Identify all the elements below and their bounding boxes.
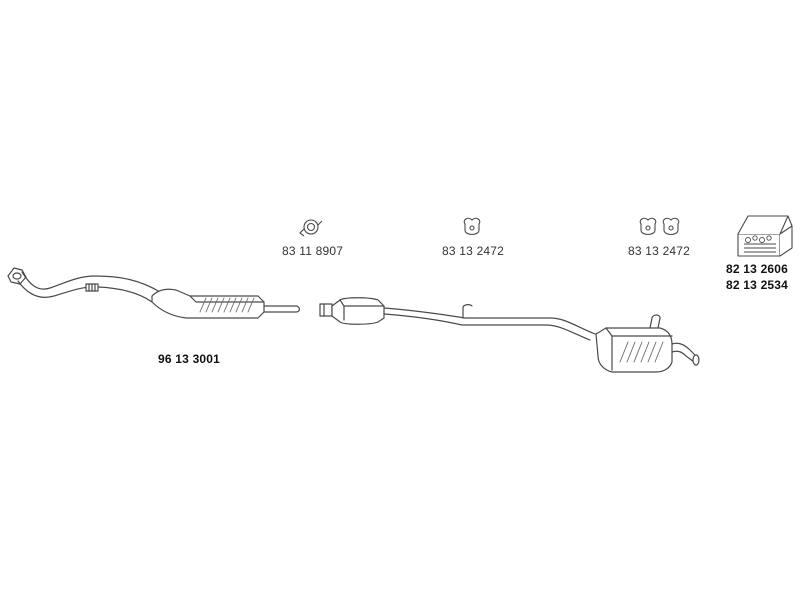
rubber-hanger-icon [662, 217, 680, 236]
middle-rear-assembly [319, 297, 700, 373]
middle-pipe-upper-edge [383, 307, 596, 335]
mounting-kit-box-icon [737, 215, 793, 257]
front-pipe-part-number: 96 13 3001 [158, 352, 221, 366]
pipe-joint [85, 283, 99, 292]
kit-part-number-2: 82 13 2534 [726, 278, 789, 292]
front-pipe-lower-edge [17, 280, 153, 303]
front-pipe-assembly [7, 267, 300, 319]
rubber-hanger-icon [463, 217, 481, 236]
silencer-hatching [199, 297, 255, 313]
front-pipe-upper-edge [21, 271, 161, 293]
hanger-rear-part-number: 83 13 2472 [628, 244, 691, 258]
front-section-outlet [263, 305, 300, 313]
middle-pipe-lower-edge [383, 313, 591, 341]
middle-pipe-hanger-bracket [462, 304, 473, 319]
rear-silencer-hatching [619, 341, 664, 363]
manifold-flange [7, 267, 27, 285]
hanger-middle-part-number: 83 13 2472 [442, 244, 505, 258]
kit-part-number-1: 82 13 2606 [726, 262, 789, 276]
tail-pipe [671, 342, 700, 366]
rear-silencer [595, 327, 673, 373]
clamp-part-number: 83 11 8907 [282, 244, 344, 258]
rubber-hanger-icon [639, 217, 657, 236]
front-silencer [151, 288, 265, 319]
middle-silencer [331, 297, 385, 325]
pipe-clamp-icon [299, 219, 323, 237]
middle-inlet-sleeve [319, 303, 333, 317]
rear-mounting-tab [649, 314, 661, 329]
